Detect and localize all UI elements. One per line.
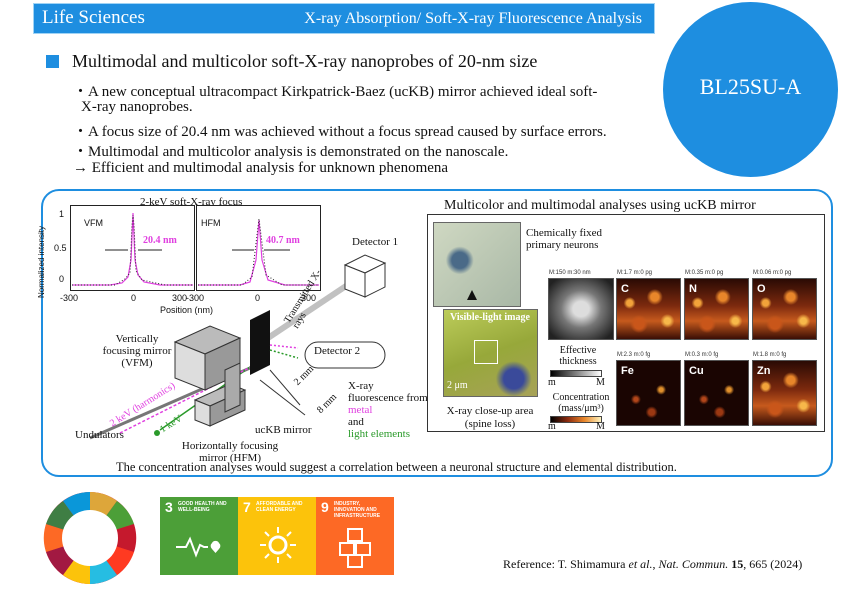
ytick: 1	[59, 209, 65, 219]
cubes-icon	[339, 528, 371, 568]
tile-caption: M:0.06 m:0 pg	[753, 270, 792, 276]
scale-max: M	[596, 377, 605, 388]
metal-label: metal	[348, 404, 373, 416]
scale-min: m	[548, 377, 556, 388]
oxygen-map: O	[752, 278, 817, 340]
iron-map: Fe	[616, 360, 681, 426]
header-subtitle: X-ray Absorption/ Soft-X-ray Fluorescenc…	[304, 10, 642, 27]
sdg-text: INDUSTRY, INNOVATION AND INFRASTRUCTURE	[334, 501, 381, 519]
fluorescence-label: X-ray fluorescence from metal and light …	[348, 380, 428, 440]
effective-thickness-label: Effective thickness	[559, 345, 597, 367]
scale-min: m	[548, 421, 556, 432]
tile-label: Fe	[621, 365, 634, 377]
carbon-map: C	[616, 278, 681, 340]
visible-light-image: Visible-light image 2 μm	[443, 309, 538, 397]
tile-caption: M:2.3 m:0 fg	[617, 352, 651, 358]
fluorescence-prefix: X-ray fluorescence from	[348, 380, 428, 404]
main-heading: Multimodal and multicolor soft-X-ray nan…	[72, 51, 538, 71]
vfm-plot-label: VFM	[84, 218, 103, 228]
tile-label: Zn	[757, 365, 771, 377]
beamline-badge: BL25SU-A	[663, 2, 838, 177]
thickness-map	[548, 278, 614, 340]
vfm-label: Vertically focusing mirror (VFM)	[102, 333, 172, 369]
reference: Reference: T. Shimamura et al., Nat. Com…	[503, 557, 803, 571]
detector2-label: Detector 2	[314, 345, 361, 357]
xtick: -300	[60, 293, 79, 303]
ytick: 0	[59, 274, 65, 284]
vfm-focus-value: 20.4 nm	[143, 235, 177, 246]
sdg-9-tile: 9 INDUSTRY, INNOVATION AND INFRASTRUCTUR…	[316, 497, 394, 575]
xtick: 0	[255, 293, 261, 303]
detector1-label: Detector 1	[352, 236, 399, 248]
undulators-label: Undulators	[75, 429, 124, 441]
xtick: -300	[186, 293, 205, 303]
and-label: and	[348, 416, 364, 428]
visible-light-label: Visible-light image	[450, 312, 530, 323]
bullet-point: → Efficient and multimodal analysis for …	[73, 160, 449, 176]
conclusion-text: The concentration analyses would suggest…	[116, 460, 677, 474]
tile-label: N	[689, 283, 697, 295]
reference-journal: Nat. Commun.	[658, 557, 729, 571]
neurons-label: Chemically fixed primary neurons	[526, 227, 603, 251]
tile-caption: M:1.7 m:0 pg	[617, 270, 653, 276]
hfm-label: Horizontally focusing mirror (HFM)	[181, 440, 279, 464]
up-arrow-icon	[467, 290, 477, 300]
tile-caption: M:1.8 m:0 fg	[753, 352, 787, 358]
uckb-mirror-label: ucKB mirror	[255, 424, 312, 436]
concentration-scale	[550, 416, 602, 423]
tile-caption: M:150 m:30 nm	[549, 270, 591, 276]
sdg-number: 3	[165, 499, 173, 515]
tile-caption: M:0.3 m:0 fg	[685, 352, 719, 358]
zinc-map: Zn	[752, 360, 817, 426]
sdg-text: GOOD HEALTH AND WELL-BEING	[178, 501, 227, 513]
multicolor-inset	[427, 214, 825, 432]
reference-volume: 15	[731, 557, 744, 571]
scale-bar-label: 2 μm	[447, 380, 468, 391]
ytick: 0.5	[54, 243, 67, 253]
xtick: 0	[131, 293, 137, 303]
hfm-plot-label: HFM	[201, 218, 221, 228]
header-title: Life Sciences	[42, 7, 145, 28]
xtick: 300	[172, 293, 188, 303]
sdg-number: 7	[243, 499, 251, 515]
light-elements-label: light elements	[348, 428, 411, 440]
sdg-number: 9	[321, 499, 329, 515]
nitrogen-map: N	[684, 278, 749, 340]
tile-label: Cu	[689, 365, 704, 377]
hfm-focus-value: 40.7 nm	[266, 235, 300, 246]
sdg-wheel-icon	[43, 492, 137, 584]
figure-panel	[41, 189, 833, 477]
sun-icon	[260, 527, 296, 563]
reference-pages: , 665 (2024)	[743, 557, 803, 571]
copper-map: Cu	[684, 360, 749, 426]
tile-caption: M:0.35 m:0 pg	[685, 270, 724, 276]
tile-label: C	[621, 283, 629, 295]
ucKB-schematic	[89, 254, 387, 440]
beamline-label: BL25SU-A	[699, 74, 802, 99]
focus-plot-ylabel: Normalized intensity	[37, 225, 46, 298]
sdg-3-tile: 3 GOOD HEALTH AND WELL-BEING	[160, 497, 238, 575]
reference-prefix: Reference: T. Shimamura	[503, 557, 629, 571]
neuron-image	[433, 222, 521, 307]
tile-label: O	[757, 283, 766, 295]
thickness-scale	[550, 370, 602, 377]
concentration-label: Concentration (mass/μm³)	[552, 392, 610, 414]
bullet-point: ・A focus size of 20.4 nm was achieved wi…	[73, 124, 607, 140]
reference-etal: et al.	[628, 557, 653, 571]
closeup-box	[474, 340, 498, 364]
header-bar: Life Sciences X-ray Absorption/ Soft-X-r…	[33, 3, 655, 34]
xtick: 300	[301, 293, 317, 303]
scale-max: M	[596, 421, 605, 432]
bullet-square-icon	[46, 55, 59, 68]
focus-plots	[70, 205, 321, 291]
focus-plot-xlabel: Position (nm)	[160, 305, 214, 315]
sdg-text: AFFORDABLE AND CLEAN ENERGY	[256, 501, 303, 513]
closeup-label: X-ray close-up area (spine loss)	[446, 405, 534, 430]
bullet-point: ・Multimodal and multicolor analysis is d…	[73, 144, 509, 160]
sdg-7-tile: 7 AFFORDABLE AND CLEAN ENERGY	[238, 497, 316, 575]
multicolor-title: Multicolor and multimodal analyses using…	[442, 198, 758, 214]
heartbeat-icon	[176, 536, 221, 558]
bullet-point: ・A new conceptual ultracompact Kirkpatri…	[73, 84, 598, 100]
bullet-point: X-ray nanoprobes.	[81, 99, 193, 115]
